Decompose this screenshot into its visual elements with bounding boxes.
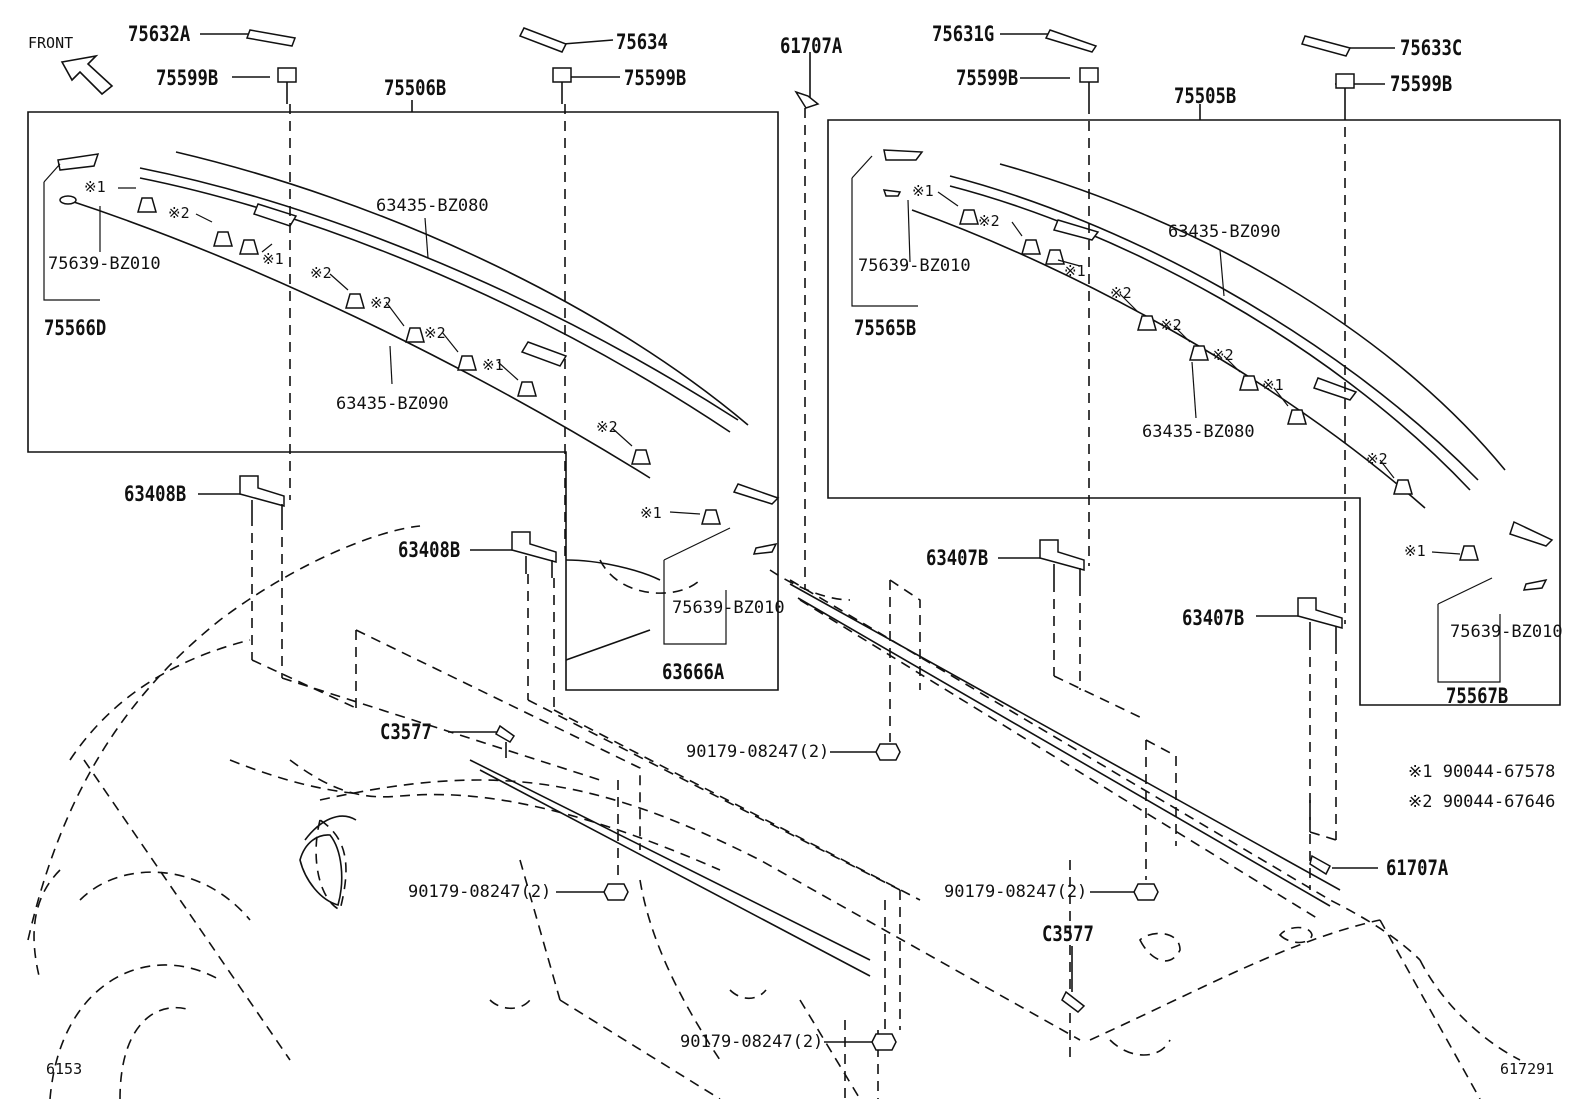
- clip-icon: [701, 509, 721, 525]
- part-75639-BZ010-right-1: 75639-BZ010: [858, 256, 971, 276]
- part-63435-BZ080-right: 63435-BZ080: [1142, 422, 1255, 442]
- clip-icon: [1021, 239, 1041, 255]
- bracket-icon: [1297, 597, 1343, 644]
- bracket-icon: [1039, 539, 1085, 586]
- clip-icon: [959, 209, 979, 225]
- left-assembly-box: [27, 111, 779, 691]
- part-63435-BZ090-right: 63435-BZ090: [1168, 222, 1281, 242]
- part-63435-BZ080-left: 63435-BZ080: [376, 196, 489, 216]
- part-75631G: 75631G: [932, 22, 995, 46]
- clip-icon: [1287, 409, 1307, 425]
- part-61707A-bottom: 61707A: [1386, 856, 1449, 880]
- part-75599B-1: 75599B: [156, 66, 219, 90]
- marker: ※2: [370, 294, 392, 312]
- marker: ※1: [262, 250, 284, 268]
- clip-icon: [1045, 249, 1065, 265]
- right-assembly-box: [827, 119, 1561, 706]
- part-75632A: 75632A: [128, 22, 191, 46]
- part-75567B: 75567B: [1446, 684, 1509, 708]
- marker: ※2: [310, 264, 332, 282]
- marker: ※2: [1212, 346, 1234, 364]
- part-61707A-top: 61707A: [780, 34, 843, 58]
- bolt-icon: [552, 67, 572, 104]
- clip-icon: [1459, 545, 1479, 561]
- bolt-icon: [1335, 73, 1355, 110]
- part-75639-BZ010-left-1: 75639-BZ010: [48, 254, 161, 274]
- nut-icon: [871, 1033, 897, 1051]
- marker: ※2: [1160, 316, 1182, 334]
- clip-icon: [1137, 315, 1157, 331]
- note-1: ※1 90044-67578: [1408, 762, 1556, 782]
- part-63407B-2: 63407B: [1182, 606, 1245, 630]
- marker: ※1: [1404, 542, 1426, 560]
- marker: ※1: [912, 182, 934, 200]
- part-75634: 75634: [616, 30, 668, 54]
- marker: ※1: [1064, 262, 1086, 280]
- clip-icon: [345, 293, 365, 309]
- bolt-icon: [277, 67, 297, 104]
- marker: ※1: [640, 504, 662, 522]
- bracket-icon: [511, 531, 557, 578]
- part-75506B: 75506B: [384, 76, 447, 100]
- marker: ※2: [424, 324, 446, 342]
- part-75565B: 75565B: [854, 316, 917, 340]
- nut-icon: [875, 743, 901, 761]
- illustration-code-left: 6153: [46, 1060, 83, 1078]
- part-C3577-1: C3577: [380, 720, 432, 744]
- part-63666A: 63666A: [662, 660, 725, 684]
- note-2: ※2 90044-67646: [1408, 792, 1556, 812]
- part-63407B-1: 63407B: [926, 546, 989, 570]
- bolt-icon: [1079, 67, 1099, 104]
- clip-icon: [213, 231, 233, 247]
- marker: ※1: [84, 178, 106, 196]
- marker: ※1: [1262, 376, 1284, 394]
- front-label: FRONT: [28, 34, 74, 52]
- part-75505B: 75505B: [1174, 84, 1237, 108]
- bracket-icon: [239, 475, 285, 520]
- illustration-code-right: 617291: [1500, 1060, 1555, 1078]
- part-90179-08247-4: 90179-08247(2): [680, 1032, 824, 1052]
- clip-icon: [1393, 479, 1413, 495]
- part-63435-BZ090-left: 63435-BZ090: [336, 394, 449, 414]
- part-75639-BZ010-right-2: 75639-BZ010: [1450, 622, 1563, 642]
- clip-icon: [457, 355, 477, 371]
- clip-icon: [1239, 375, 1259, 391]
- marker: ※2: [978, 212, 1000, 230]
- clip-icon: [137, 197, 157, 213]
- part-75566D: 75566D: [44, 316, 107, 340]
- clip-icon: [405, 327, 425, 343]
- clip-icon: [517, 381, 537, 397]
- marker: ※2: [596, 418, 618, 436]
- part-90179-08247-2: 90179-08247(2): [408, 882, 552, 902]
- part-75633C: 75633C: [1400, 36, 1463, 60]
- part-90179-08247-3: 90179-08247(2): [944, 882, 1088, 902]
- part-63408B-2: 63408B: [398, 538, 461, 562]
- nut-icon: [603, 883, 629, 901]
- front-arrow-icon: [60, 54, 114, 96]
- part-75599B-4: 75599B: [1390, 72, 1453, 96]
- clip-icon: [631, 449, 651, 465]
- marker: ※2: [1110, 284, 1132, 302]
- part-75599B-2: 75599B: [624, 66, 687, 90]
- part-63408B-1: 63408B: [124, 482, 187, 506]
- part-C3577-2: C3577: [1042, 922, 1094, 946]
- part-90179-08247-1: 90179-08247(2): [686, 742, 830, 762]
- clip-icon: [239, 239, 259, 255]
- marker: ※1: [482, 356, 504, 374]
- part-75599B-3: 75599B: [956, 66, 1019, 90]
- nut-icon: [1133, 883, 1159, 901]
- clip-icon: [1189, 345, 1209, 361]
- part-75639-BZ010-left-2: 75639-BZ010: [672, 598, 785, 618]
- marker: ※2: [168, 204, 190, 222]
- marker: ※2: [1366, 450, 1388, 468]
